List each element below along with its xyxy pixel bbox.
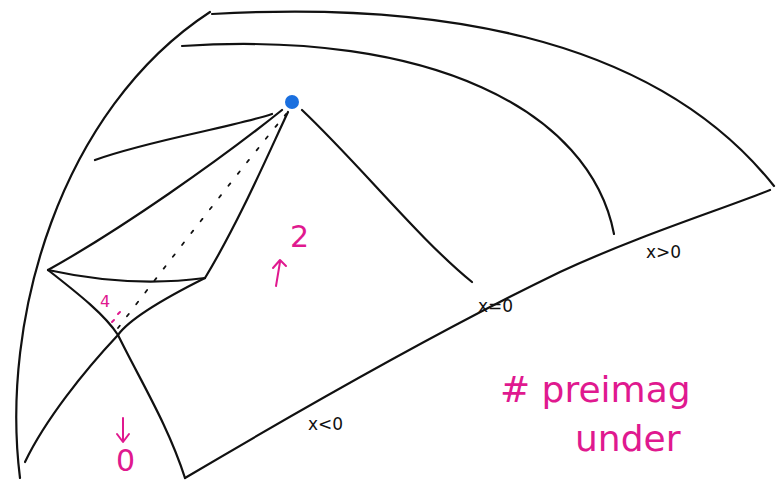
axis-label: x>0	[646, 244, 681, 261]
hidden-edge	[118, 114, 286, 328]
top-arc	[212, 12, 774, 186]
axis-label: x=0	[478, 298, 513, 315]
cusp-edge	[48, 110, 282, 270]
axis-label: x<0	[308, 416, 343, 433]
region-count: 0	[116, 446, 135, 476]
bottom-edge	[185, 190, 770, 478]
note-text: # preimag under	[500, 366, 770, 463]
fold-line	[95, 114, 272, 160]
region-count: 2	[290, 222, 309, 252]
cusp-point	[285, 95, 299, 109]
outer-arc	[16, 12, 210, 478]
arrow	[273, 260, 286, 286]
cusp-edge	[205, 112, 288, 278]
cusp-edge	[25, 278, 205, 462]
arrow	[117, 418, 129, 442]
region-count: 4	[100, 294, 110, 310]
dots	[112, 312, 120, 322]
cusp-edge	[48, 270, 185, 478]
inner-arc	[182, 44, 614, 234]
cusp-edge	[48, 270, 205, 282]
fold-line	[302, 110, 472, 282]
